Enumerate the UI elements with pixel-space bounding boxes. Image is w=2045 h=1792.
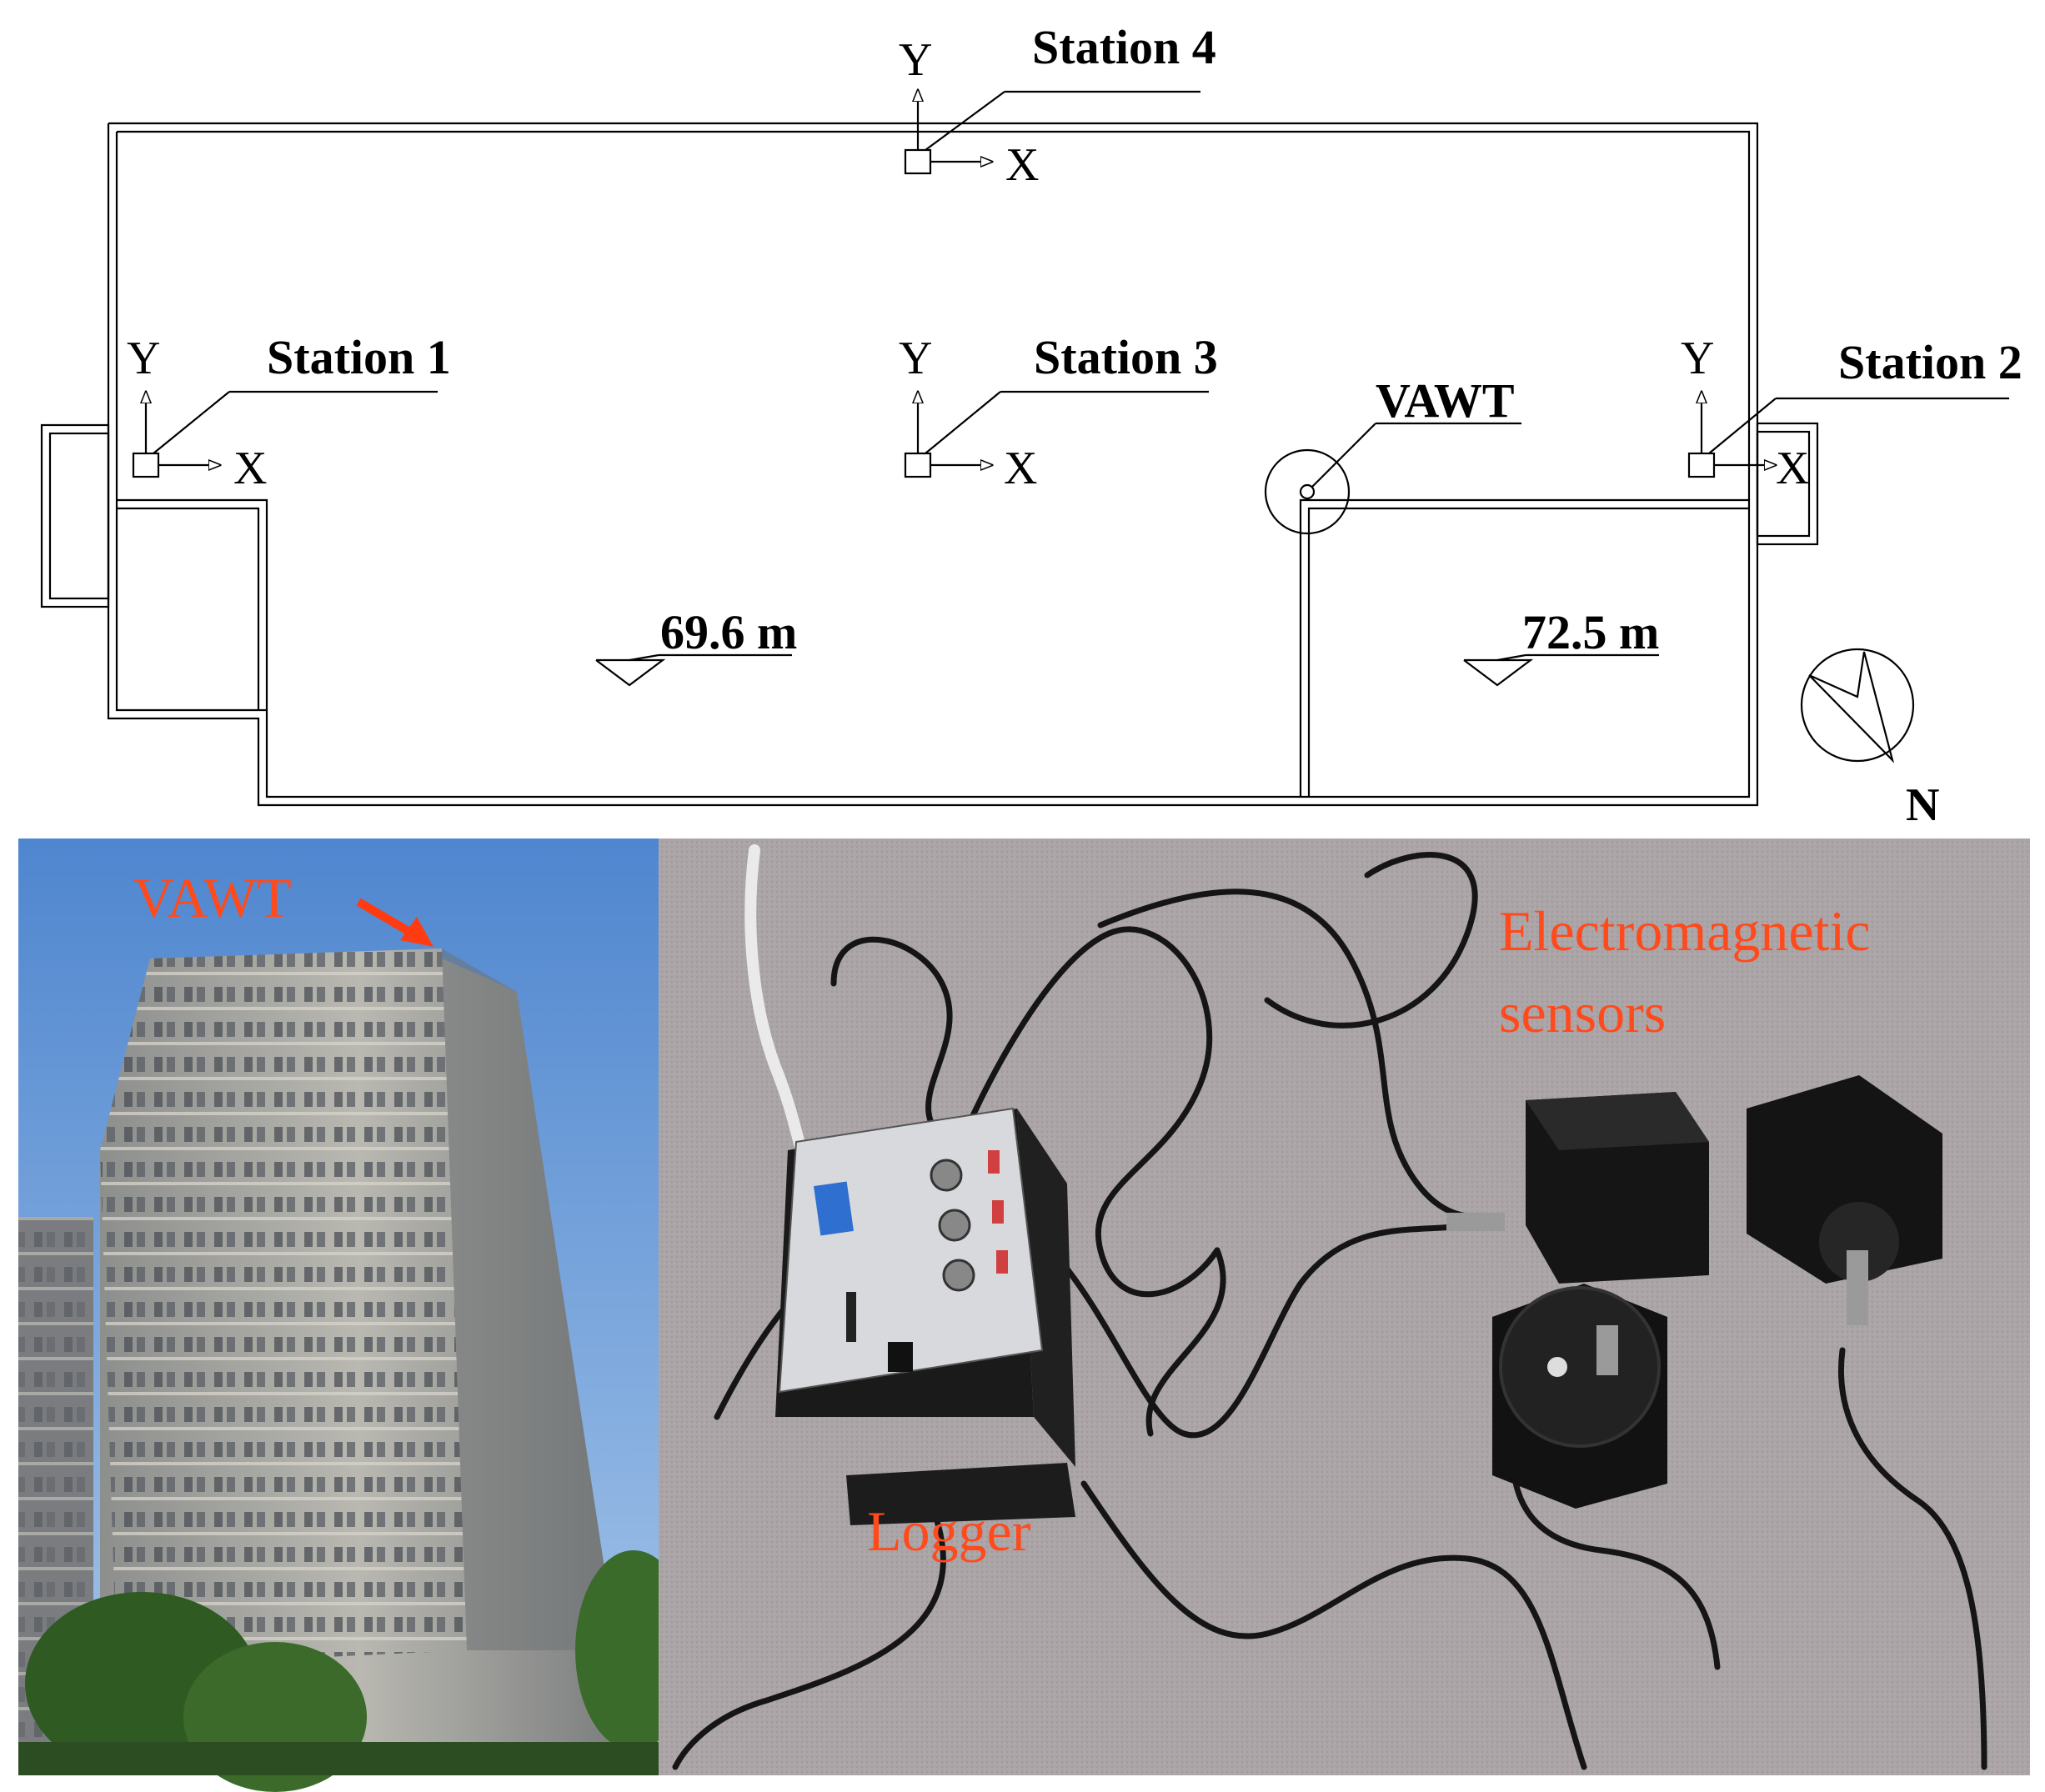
station-3-marker	[904, 392, 1209, 478]
station-1-marker	[132, 392, 438, 478]
station-4-marker	[904, 90, 1200, 175]
vawt-pointer-arrow	[356, 898, 434, 947]
logger-device	[775, 1107, 1075, 1525]
station-4-axis-y: Y	[899, 34, 932, 86]
vawt-photo-label: VAWT	[133, 866, 292, 929]
plan-labels: Y X Station 4 Y X Station 1 Y X Station …	[127, 20, 2022, 831]
station-3-axis-y: Y	[899, 333, 932, 384]
floor-plan	[40, 90, 2009, 807]
station-4-axis-x: X	[1005, 139, 1039, 191]
sensors-label-line1: Electromagnetic	[1499, 899, 1871, 963]
vawt-plan-label: VAWT	[1376, 373, 1515, 428]
station-2-label: Station 2	[1838, 335, 2022, 389]
sensor-1	[1446, 1092, 1709, 1284]
north-label: N	[1906, 779, 1939, 831]
station-1-axis-x: X	[233, 443, 267, 494]
logger-label: Logger	[867, 1499, 1031, 1563]
plan-walls	[40, 122, 1819, 807]
cables	[672, 852, 1987, 1770]
station-2-axis-y: Y	[1681, 333, 1714, 384]
elevation-marker-1	[595, 653, 792, 687]
station-4-label: Station 4	[1032, 20, 1216, 74]
station-2-marker	[1687, 392, 2009, 478]
sensor-3	[1492, 1284, 1667, 1509]
station-2-axis-x: X	[1776, 443, 1809, 494]
sensors-label-line2: sensors	[1499, 981, 1666, 1044]
equipment-photo: Logger Electromagnetic sensors	[659, 838, 2030, 1775]
station-3-label: Station 3	[1034, 330, 1218, 384]
elevation-label-2: 72.5 m	[1522, 605, 1659, 659]
station-1-label: Station 1	[267, 330, 451, 384]
elevation-marker-2	[1463, 653, 1659, 687]
station-1-axis-y: Y	[127, 333, 160, 384]
station-3-axis-x: X	[1004, 443, 1037, 494]
elevation-label-1: 69.6 m	[660, 605, 797, 659]
vawt-symbol	[1264, 422, 1521, 535]
sensor-2	[1747, 1075, 1942, 1325]
network-cable	[744, 844, 810, 1169]
building-photo: VAWT	[18, 838, 692, 1792]
north-arrow	[1800, 648, 1915, 763]
